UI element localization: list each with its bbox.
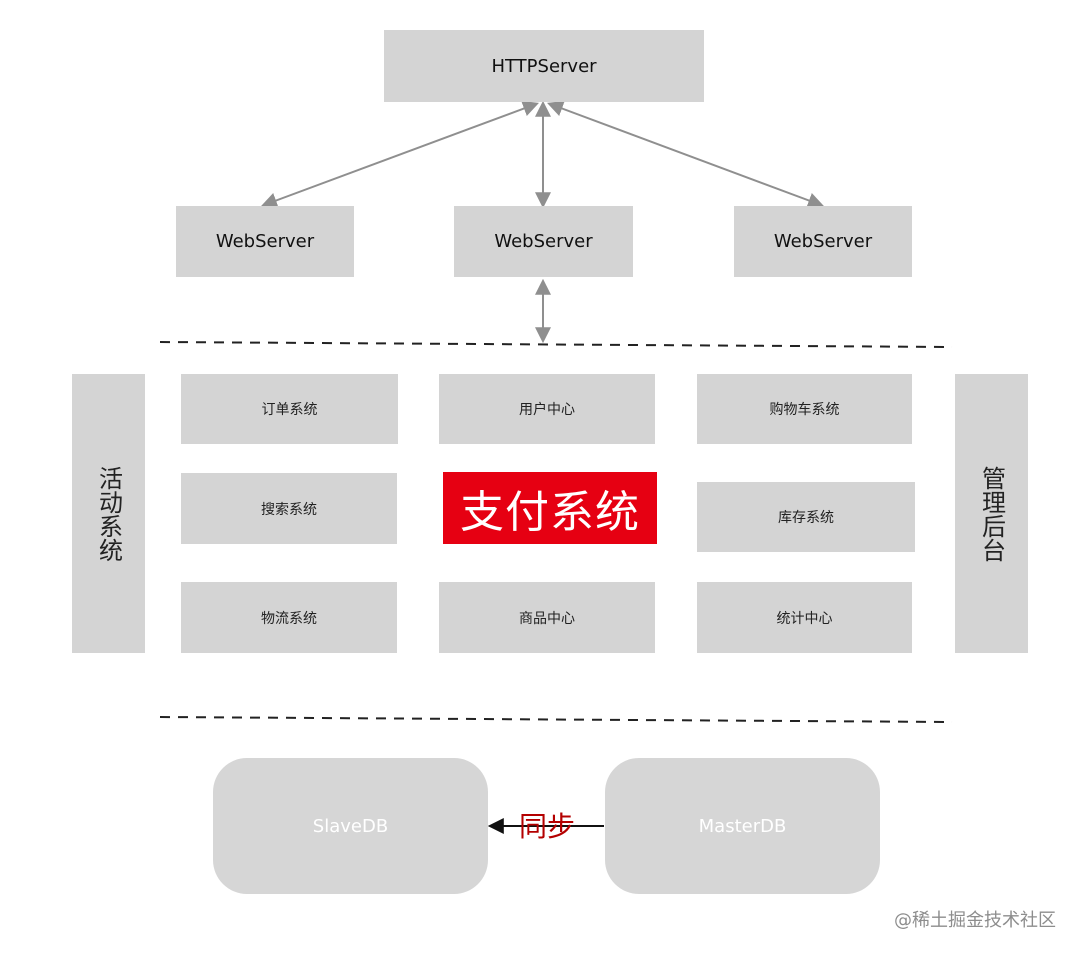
module-statistics-center-label: 统计中心: [776, 610, 833, 627]
slave-db-label: SlaveDB: [312, 815, 389, 837]
module-statistics-center: 统计中心: [697, 582, 912, 653]
module-inventory-system: 库存系统: [697, 482, 915, 552]
webserver-box-center: WebServer: [454, 206, 633, 277]
module-cart-system-label: 购物车系统: [769, 402, 840, 418]
http-server-label: HTTPServer: [491, 55, 597, 77]
right-side-panel-label: 管理后台: [977, 465, 1006, 562]
module-inventory-system-label: 库存系统: [778, 510, 834, 526]
module-logistics-system-label: 物流系统: [261, 610, 317, 627]
webserver-box-right: WebServer: [734, 206, 912, 277]
left-side-panel-label: 活动系统: [94, 465, 123, 562]
webserver-label-right: WebServer: [773, 231, 873, 252]
payment-system-label: 支付系统: [460, 487, 640, 538]
webserver-box-left: WebServer: [176, 206, 354, 277]
module-order-system: 订单系统: [181, 374, 398, 444]
http-server-box: HTTPServer: [384, 30, 704, 102]
master-db: MasterDB: [605, 758, 880, 894]
module-product-center-label: 商品中心: [519, 610, 575, 627]
module-search-system-label: 搜索系统: [261, 501, 317, 518]
module-search-system: 搜索系统: [181, 473, 397, 544]
arrow-http-webserver-left: [261, 100, 539, 209]
payment-system-highlight: 支付系统: [443, 472, 657, 544]
master-db-label: MasterDB: [698, 815, 787, 837]
right-side-panel: 管理后台: [955, 374, 1028, 653]
left-side-panel: 活动系统: [72, 374, 145, 653]
module-logistics-system: 物流系统: [181, 582, 397, 653]
lower-dashed-separator: [159, 716, 953, 723]
webserver-label-center: WebServer: [494, 231, 593, 252]
module-cart-system: 购物车系统: [697, 374, 912, 444]
arrow-http-webserver-right: [547, 100, 824, 209]
sync-label: 同步: [519, 810, 576, 843]
module-user-center-label: 用户中心: [519, 402, 575, 418]
slave-db: SlaveDB: [213, 758, 488, 894]
module-user-center: 用户中心: [439, 374, 655, 444]
module-product-center: 商品中心: [439, 582, 655, 653]
upper-dashed-separator: [159, 341, 953, 348]
watermark-text: @稀土掘金技术社区: [894, 910, 1056, 931]
webserver-label-left: WebServer: [215, 231, 315, 252]
module-order-system-label: 订单系统: [261, 402, 318, 418]
